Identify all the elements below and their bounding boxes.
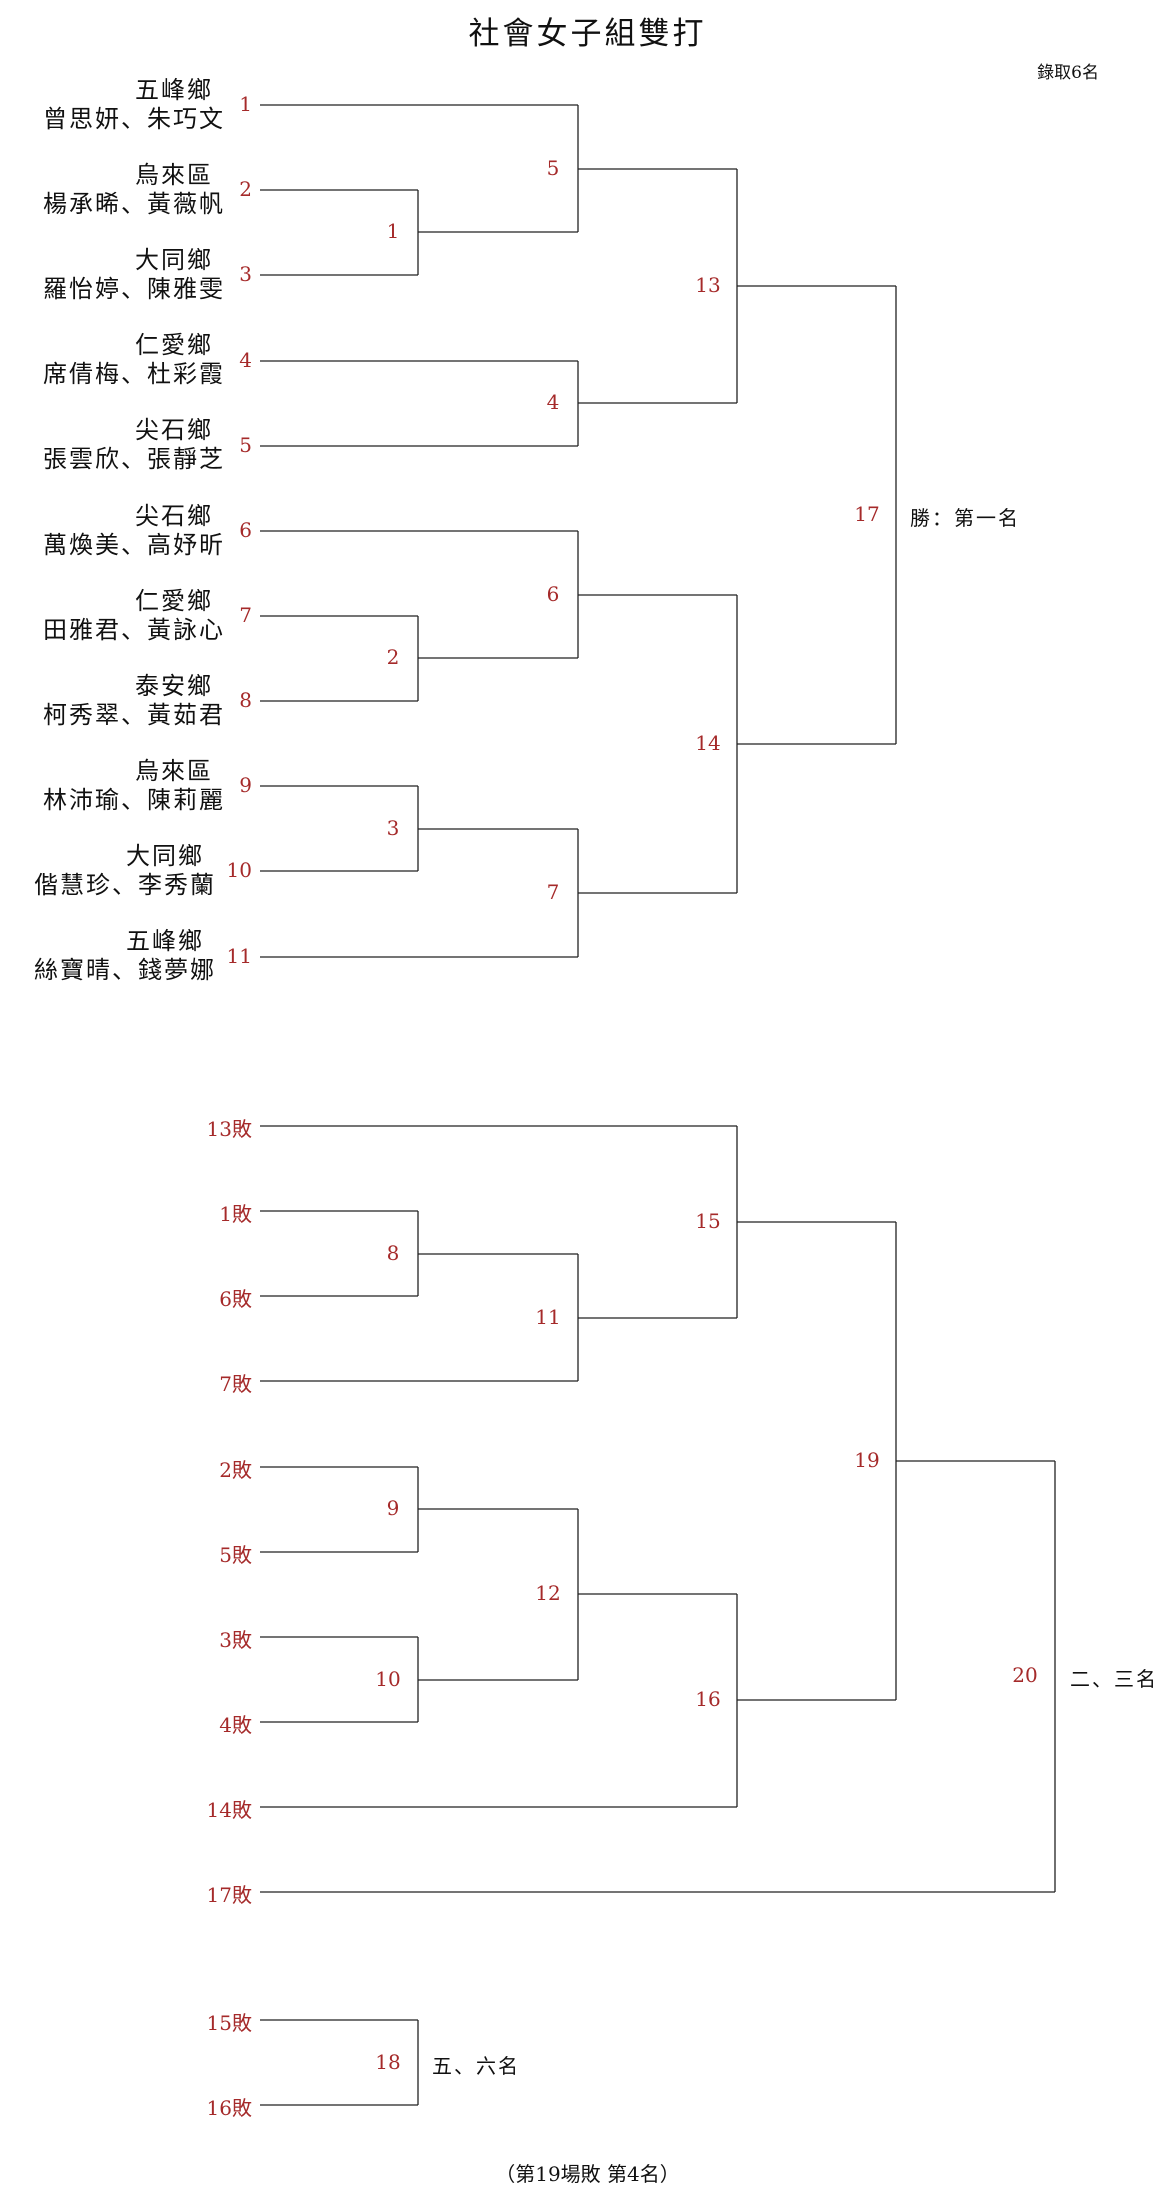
fifth-entry: 16敗 [206,2096,252,2120]
second-third-label: 二、三名 [1070,1667,1158,1691]
loser-entry: 2敗 [219,1458,252,1482]
match-number: 12 [535,1581,561,1605]
team-entry: 五峰鄉 曾思妍、朱巧文 [0,76,225,134]
seed-number: 10 [226,858,252,882]
loser-entry: 13敗 [206,1117,252,1141]
team-unit: 仁愛鄉 [135,587,213,615]
match-number: 8 [386,1241,400,1265]
team-players: 曾思妍、朱巧文 [43,105,225,133]
team-unit: 仁愛鄉 [135,331,213,359]
team-players: 楊承晞、黃薇帆 [43,190,225,218]
team-players: 絲寶晴、錢夢娜 [34,956,216,984]
match-number: 3 [386,816,400,840]
team-players: 偕慧珍、李秀蘭 [34,871,216,899]
team-unit: 大同鄉 [126,842,204,870]
team-unit: 五峰鄉 [135,76,213,104]
team-players: 萬煥美、高妤昕 [43,531,225,559]
team-unit: 烏來區 [135,161,213,189]
loser-entry: 4敗 [219,1713,252,1737]
team-players: 柯秀翠、黃茹君 [43,701,225,729]
team-players: 林沛瑜、陳莉麗 [43,786,225,814]
match-number: 7 [546,880,560,904]
match-number: 2 [386,645,400,669]
loser-entry: 3敗 [219,1628,252,1652]
loser-entry: 1敗 [219,1202,252,1226]
seed-number: 3 [239,262,252,286]
team-entry: 尖石鄉 萬煥美、高妤昕 [0,502,225,560]
fifth-sixth-label: 五、六名 [432,2054,520,2078]
match-number: 16 [695,1687,721,1711]
team-players: 羅怡婷、陳雅雯 [43,275,225,303]
fifth-entry: 15敗 [206,2011,252,2035]
page-title: 社會女子組雙打 [468,16,707,52]
match-number: 19 [854,1448,880,1472]
match-number: 13 [695,273,721,297]
seed-number: 1 [239,92,252,116]
match-number: 6 [546,582,560,606]
match-number: 18 [375,2050,401,2074]
team-unit: 泰安鄉 [135,672,213,700]
team-unit: 烏來區 [135,757,213,785]
seed-number: 6 [239,518,252,542]
match-number: 5 [546,156,560,180]
loser-entry: 17敗 [206,1883,252,1907]
match-number: 4 [546,390,560,414]
team-players: 席倩梅、杜彩霞 [43,360,225,388]
seed-number: 4 [239,348,252,372]
match-number: 14 [695,731,721,755]
seed-number: 8 [239,688,252,712]
team-entry: 尖石鄉 張雲欣、張靜芝 [0,416,225,474]
seed-number: 11 [226,944,252,968]
loser-entry: 7敗 [219,1372,252,1396]
match-number: 10 [375,1667,401,1691]
team-unit: 大同鄉 [135,246,213,274]
team-players: 田雅君、黃詠心 [43,616,225,644]
seed-number: 9 [239,773,252,797]
match-number: 15 [695,1209,721,1233]
loser-entry: 14敗 [206,1798,252,1822]
team-entry: 五峰鄉 絲寶晴、錢夢娜 [0,927,216,985]
match-number: 17 [854,502,880,526]
team-entry: 仁愛鄉 席倩梅、杜彩霞 [0,331,225,389]
footer-note: （第19場敗 第4名） [495,2162,680,2186]
seed-number: 7 [239,603,252,627]
team-entry: 烏來區 林沛瑜、陳莉麗 [0,757,225,815]
seed-number: 5 [239,433,252,457]
team-entry: 烏來區 楊承晞、黃薇帆 [0,161,225,219]
winner-label: 勝：第一名 [910,506,1020,530]
team-unit: 尖石鄉 [135,416,213,444]
match-number: 1 [386,219,400,243]
match-number: 20 [1012,1663,1038,1687]
team-unit: 尖石鄉 [135,502,213,530]
team-entry: 大同鄉 偕慧珍、李秀蘭 [0,842,216,900]
loser-entry: 6敗 [219,1287,252,1311]
team-players: 張雲欣、張靜芝 [43,445,225,473]
match-number: 11 [535,1305,561,1329]
team-entry: 仁愛鄉 田雅君、黃詠心 [0,587,225,645]
loser-entry: 5敗 [219,1543,252,1567]
team-entry: 泰安鄉 柯秀翠、黃茹君 [0,672,225,730]
seed-number: 2 [239,177,252,201]
team-entry: 大同鄉 羅怡婷、陳雅雯 [0,246,225,304]
match-number: 9 [386,1496,400,1520]
admission-note: 錄取6名 [1037,63,1099,83]
team-unit: 五峰鄉 [126,927,204,955]
